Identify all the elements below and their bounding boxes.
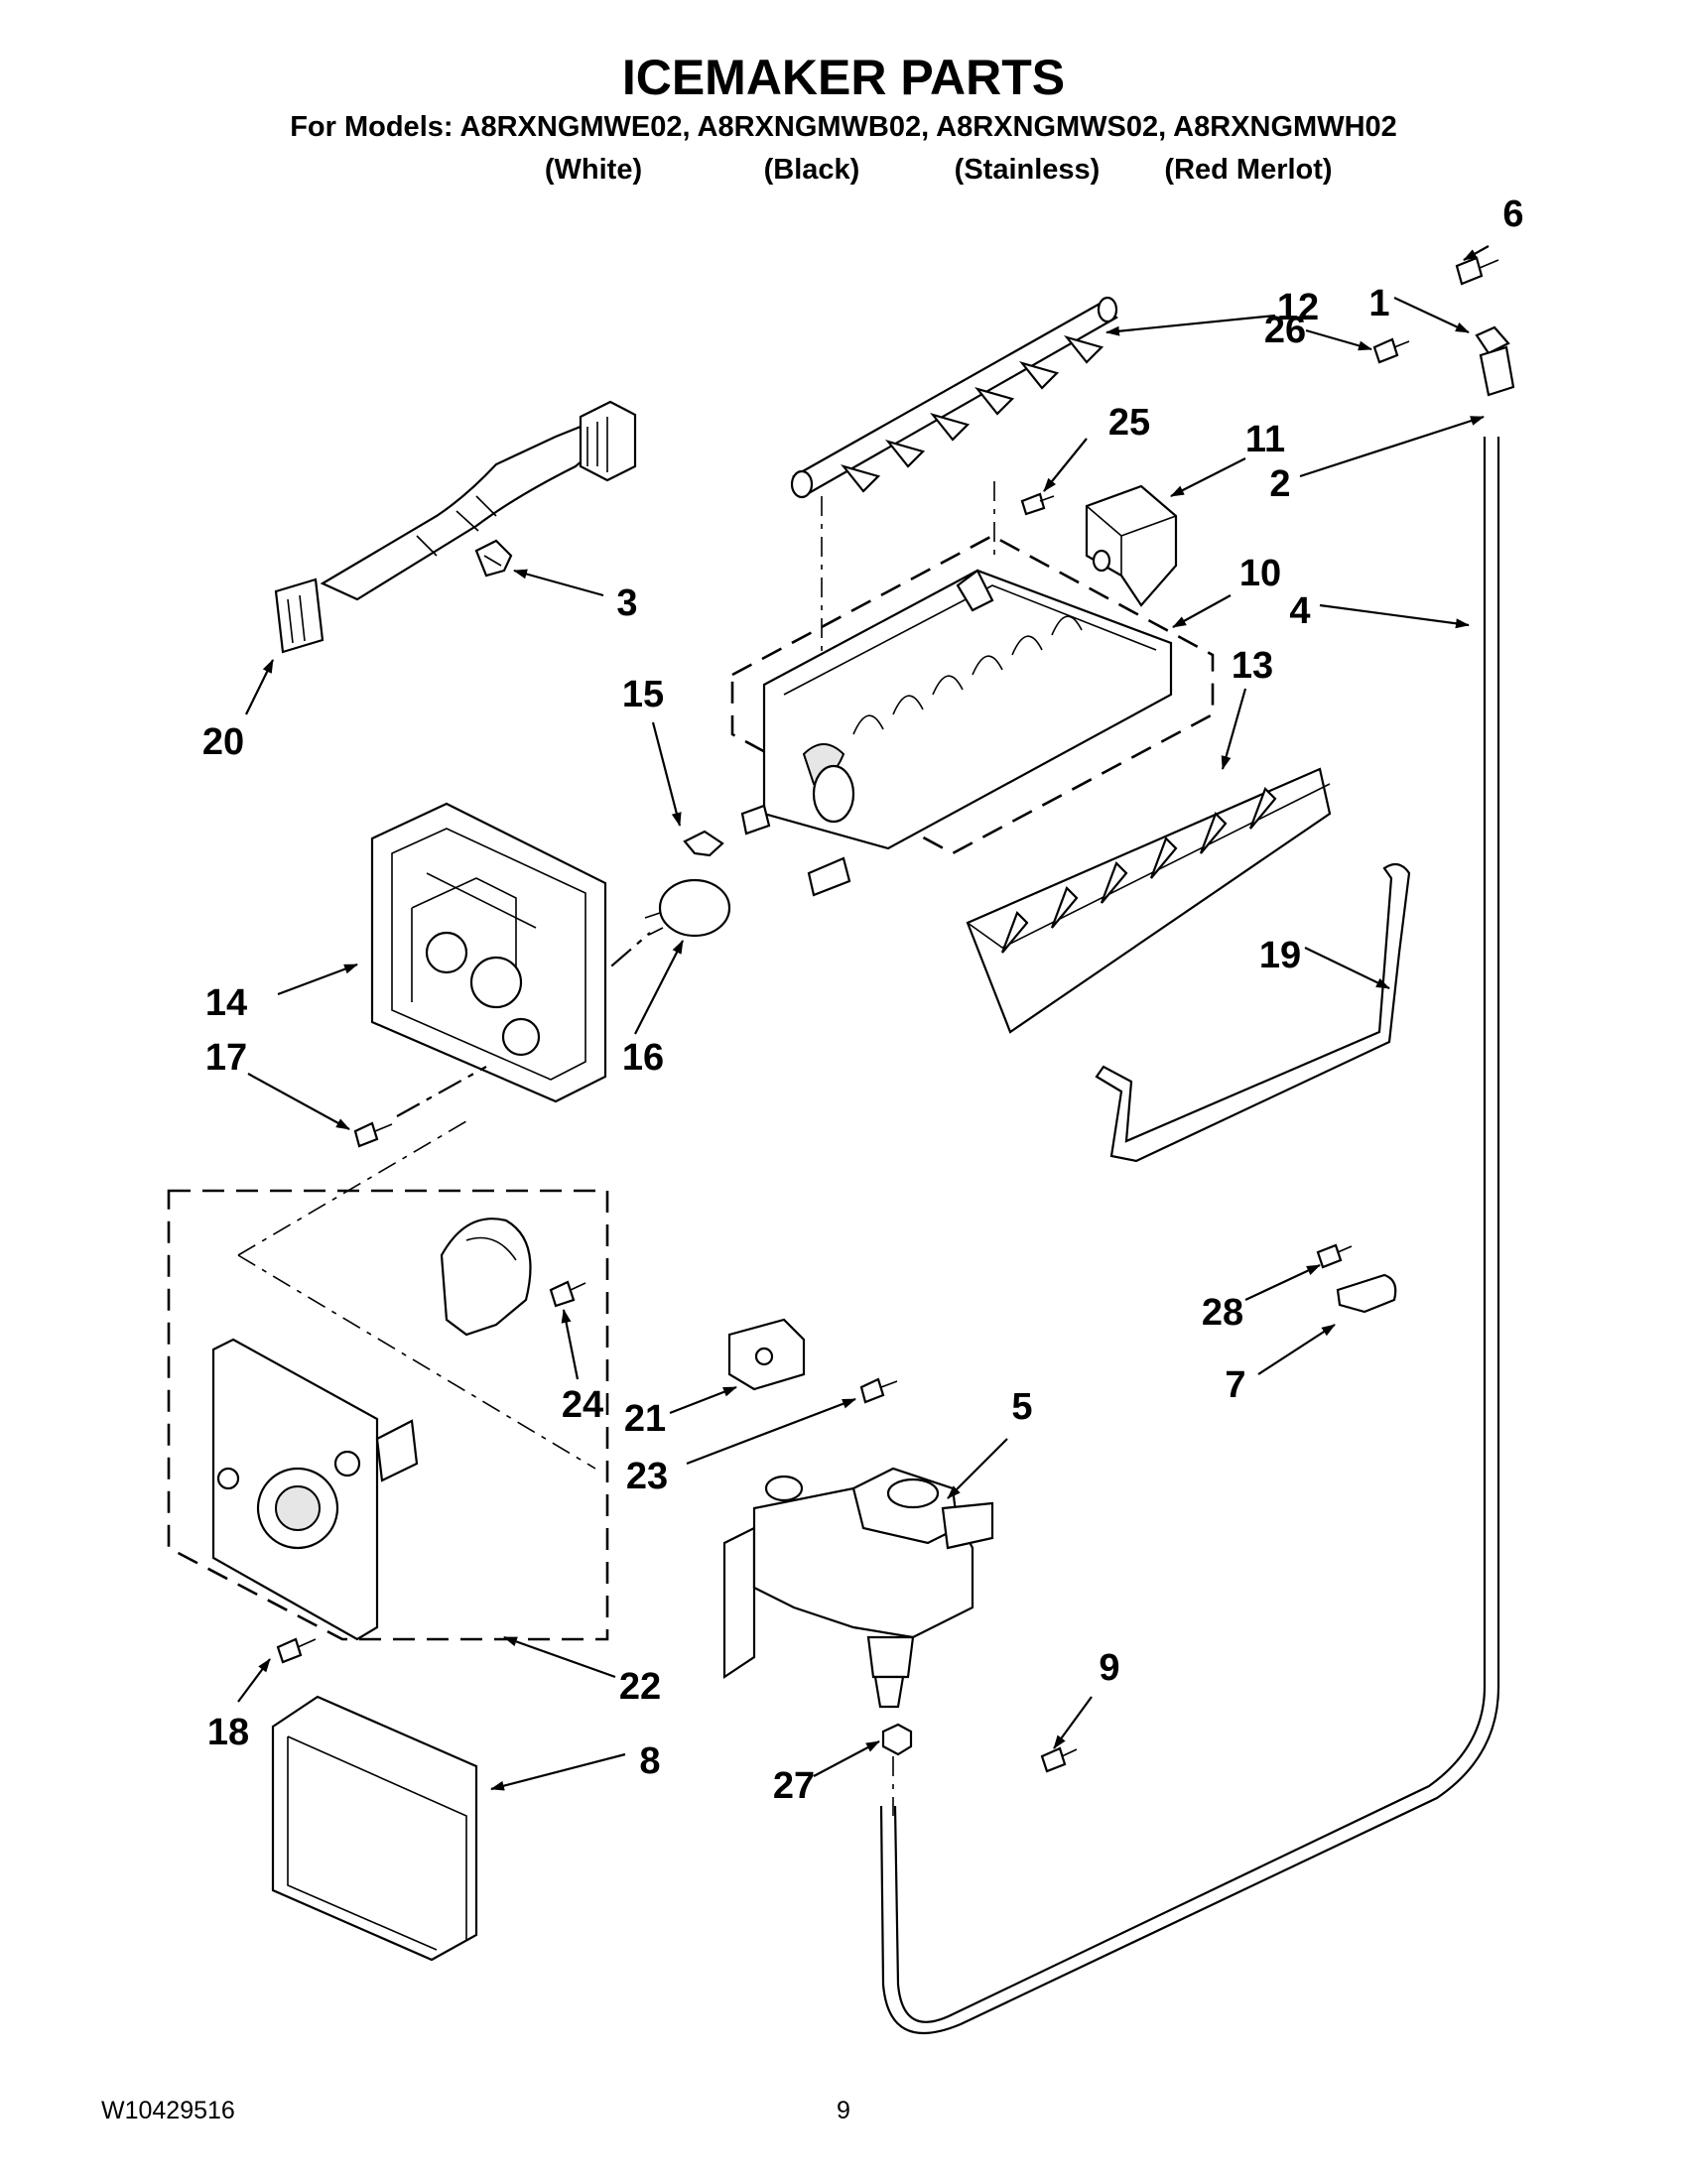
ejector-blade-part <box>790 296 1118 499</box>
screw-24-part <box>549 1280 586 1308</box>
motor-part <box>440 1218 532 1337</box>
module-plate-part <box>211 1338 419 1641</box>
callout-14: 14 <box>205 982 247 1024</box>
module-boundary <box>167 1189 609 1641</box>
color-label-stainless: (Stainless) <box>955 154 1101 186</box>
callout-23: 23 <box>626 1456 668 1497</box>
harness-clip-part <box>474 539 513 578</box>
doc-number: W10429516 <box>101 2097 235 2124</box>
water-valve-part <box>722 1467 994 1709</box>
fill-cup-part <box>1085 484 1178 607</box>
shutoff-arm-part <box>1095 862 1411 1163</box>
screw-28-part <box>1316 1243 1353 1269</box>
callout-7: 7 <box>1225 1364 1245 1406</box>
tube-clamp-part <box>1336 1273 1397 1314</box>
cover-part <box>271 1695 478 1962</box>
callout-19: 19 <box>1259 935 1301 976</box>
callout-27: 27 <box>773 1765 815 1807</box>
screw-26-part <box>1372 337 1410 364</box>
control-housing-part <box>370 802 607 1103</box>
callout-labels: 1 2 3 4 5 6 7 8 9 10 11 12 13 14 15 16 1… <box>202 193 1524 1807</box>
callout-21: 21 <box>624 1398 666 1440</box>
callout-6: 6 <box>1502 193 1523 235</box>
switch-clip-part <box>683 830 724 857</box>
callout-17: 17 <box>205 1037 247 1079</box>
callout-15: 15 <box>622 674 664 715</box>
callout-16: 16 <box>622 1037 664 1079</box>
screw-17-part <box>353 1121 393 1148</box>
callout-10: 10 <box>1239 553 1281 594</box>
thermostat-part <box>644 878 731 938</box>
color-label-red-merlot: (Red Merlot) <box>1164 154 1332 186</box>
color-label-black: (Black) <box>764 154 860 186</box>
callout-9: 9 <box>1099 1647 1119 1689</box>
callout-12: 12 <box>1277 287 1319 328</box>
wire-harness-part <box>274 400 637 654</box>
callout-2: 2 <box>1269 463 1290 505</box>
screw-6-part <box>1455 256 1499 286</box>
stripper-part <box>966 767 1332 1034</box>
callout-11: 11 <box>1245 419 1285 460</box>
callout-25: 25 <box>1108 402 1150 444</box>
callout-5: 5 <box>1011 1386 1032 1428</box>
clip-21-part <box>727 1318 806 1391</box>
callout-22: 22 <box>619 1666 661 1708</box>
callout-13: 13 <box>1232 645 1273 687</box>
color-label-white: (White) <box>545 154 642 186</box>
screw-9-part <box>1040 1746 1078 1773</box>
screw-25-part <box>1020 492 1055 516</box>
page-number: 9 <box>837 2097 850 2124</box>
callout-1: 1 <box>1368 283 1389 324</box>
screw-18-part <box>276 1637 317 1664</box>
ice-mold-part <box>730 534 1215 897</box>
callout-3: 3 <box>616 582 637 624</box>
callout-arrows <box>237 245 1490 1791</box>
callout-20: 20 <box>202 721 244 763</box>
fill-tube-part <box>879 325 1515 2034</box>
screw-23-part <box>859 1377 898 1404</box>
models-line: For Models: A8RXNGMWE02, A8RXNGMWB02, A8… <box>290 111 1397 143</box>
callout-26: 26 <box>1264 310 1306 351</box>
nut-part <box>881 1723 913 1756</box>
callout-24: 24 <box>562 1384 603 1426</box>
callout-4: 4 <box>1289 590 1310 632</box>
callout-18: 18 <box>207 1712 249 1753</box>
page-title: ICEMAKER PARTS <box>622 50 1065 105</box>
callout-28: 28 <box>1202 1292 1243 1334</box>
callout-8: 8 <box>639 1740 660 1782</box>
